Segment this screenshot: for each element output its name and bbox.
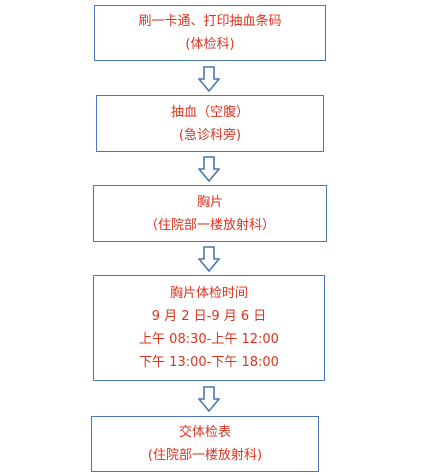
step-line: 抽血（空腹） xyxy=(170,104,249,120)
step-line: 下午 13:00-下午 18:00 xyxy=(139,355,279,370)
step-line: 刷一卡通、打印抽血条码 xyxy=(138,14,282,29)
step-blood-draw: 抽血（空腹） (急诊科旁) xyxy=(96,95,324,152)
step-line: 9 月 2 日-9 月 6 日 xyxy=(151,309,267,324)
step-line: (住院部一楼放射科) xyxy=(147,448,263,463)
step-line: (体检科) xyxy=(185,37,235,52)
step-chest-xray: 胸片 （住院部一楼放射科） xyxy=(93,185,327,242)
step-line: 交体检表 xyxy=(178,425,231,440)
step-print-barcode: 刷一卡通、打印抽血条码 (体检科) xyxy=(94,5,326,61)
step-line: (急诊科旁) xyxy=(178,127,242,143)
step-xray-schedule: 胸片体检时间 9 月 2 日-9 月 6 日 上午 08:30-上午 12:00… xyxy=(93,275,325,381)
down-arrow-icon xyxy=(198,156,220,182)
step-line: 胸片体检时间 xyxy=(169,286,248,301)
down-arrow-icon xyxy=(198,386,220,412)
step-line: （住院部一楼放射科） xyxy=(144,217,275,233)
step-line: 上午 08:30-上午 12:00 xyxy=(139,332,279,347)
down-arrow-icon xyxy=(198,246,220,272)
step-submit-form: 交体检表 (住院部一楼放射科) xyxy=(91,416,319,472)
step-line: 胸片 xyxy=(196,194,223,210)
down-arrow-icon xyxy=(198,66,220,92)
